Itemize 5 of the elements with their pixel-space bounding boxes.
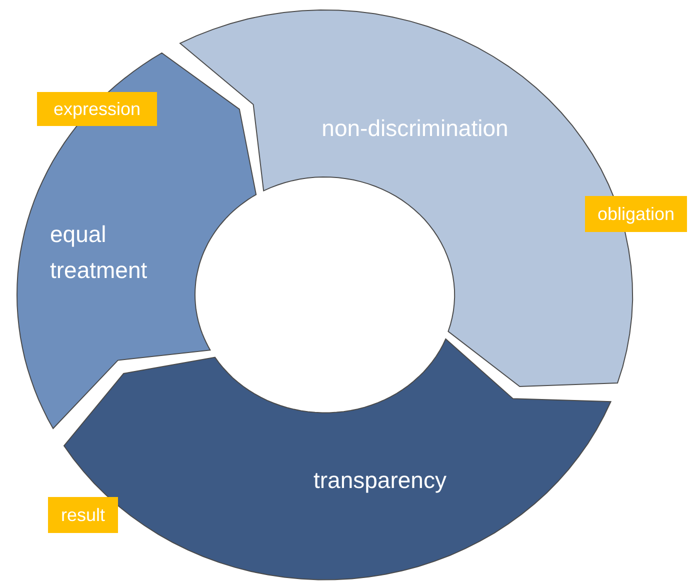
segment-label: non-discrimination xyxy=(320,114,510,143)
segment-label: transparency xyxy=(312,466,448,495)
tag-label: obligation xyxy=(585,196,687,232)
segment-label: equal treatment xyxy=(50,220,148,285)
tag-label: result xyxy=(48,497,118,533)
